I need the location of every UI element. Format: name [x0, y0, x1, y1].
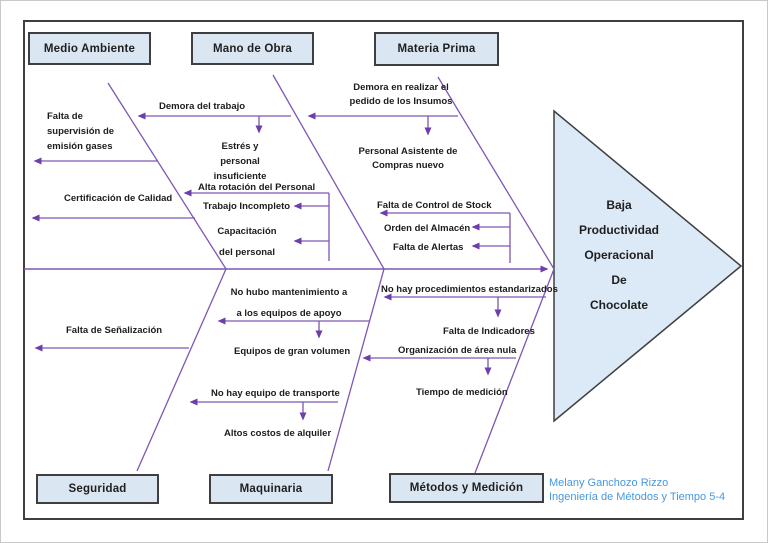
effect-head-triangle — [553, 109, 743, 423]
category-box-seguridad: Seguridad — [36, 474, 159, 504]
bone-mano-de-obra — [272, 74, 385, 270]
main-bones — [107, 74, 555, 474]
arrows-mano-de-obra — [137, 112, 330, 261]
cause-demora-pedido: Demora en realizar el pedido de los Insu… — [349, 82, 453, 107]
cause-tiempo-medicion: Tiempo de medición — [416, 387, 508, 398]
cause-alta-rotacion: Alta rotación del Personal — [198, 182, 316, 193]
bone-medio-ambiente — [107, 82, 227, 270]
bone-seguridad — [136, 268, 227, 472]
bone-metodos-y-medicion — [474, 268, 555, 474]
cause-orden-almacen: Orden del Almacén — [384, 223, 471, 234]
cause-falta-senalizacion: Falta de Señalización — [66, 325, 163, 336]
category-box-mano-de-obra: Mano de Obra — [191, 32, 314, 65]
arrows-materia-prima — [307, 112, 511, 263]
cause-certificacion-calidad: Certificación de Calidad — [64, 193, 173, 204]
cause-trabajo-incompleto: Trabajo Incompleto — [203, 201, 291, 212]
cause-demora-trabajo: Demora del trabajo — [159, 101, 246, 112]
arrows-medio-ambiente — [31, 157, 195, 222]
cause-falta-alertas: Falta de Alertas — [393, 242, 464, 253]
cause-estres-personal: Estrés y personal insuficiente — [213, 141, 267, 182]
arrows-maquinaria — [189, 317, 369, 421]
cause-control-stock: Falta de Control de Stock — [377, 200, 492, 211]
cause-altos-costos: Altos costos de alquiler — [224, 428, 332, 439]
arrows-metodos — [362, 293, 546, 376]
cause-falta-supervision: Falta de supervisión de emisión gases — [47, 111, 115, 152]
category-box-materia-prima: Materia Prima — [374, 32, 499, 66]
author-credit: Melany Ganchozo Rizzo Ingeniería de Méto… — [549, 477, 726, 503]
cause-no-equipo-transporte: No hay equipo de transporte — [211, 388, 340, 399]
bone-materia-prima — [437, 76, 555, 270]
cause-capacitacion: Capacitación del personal — [217, 226, 277, 258]
cause-personal-asistente: Personal Asistente de Compras nuevo — [358, 146, 458, 171]
category-box-maquinaria: Maquinaria — [209, 474, 333, 504]
diagram-border — [23, 20, 744, 520]
category-box-medio-ambiente: Medio Ambiente — [28, 32, 151, 65]
effect-head-label: Baja Productividad Operacional De Chocol… — [578, 198, 659, 312]
cause-no-mantenimiento: No hubo mantenimiento a a los equipos de… — [230, 287, 348, 319]
cause-falta-indicadores: Falta de Indicadores — [443, 326, 535, 337]
cause-no-procedimientos: No hay procedimientos estandarizados — [381, 284, 558, 295]
cause-organizacion-area: Organización de área nula — [398, 345, 517, 356]
cause-equipos-volumen: Equipos de gran volumen — [234, 346, 351, 357]
category-box-metodos-y-medicion: Métodos y Medición — [389, 473, 544, 503]
bone-maquinaria — [327, 268, 385, 472]
